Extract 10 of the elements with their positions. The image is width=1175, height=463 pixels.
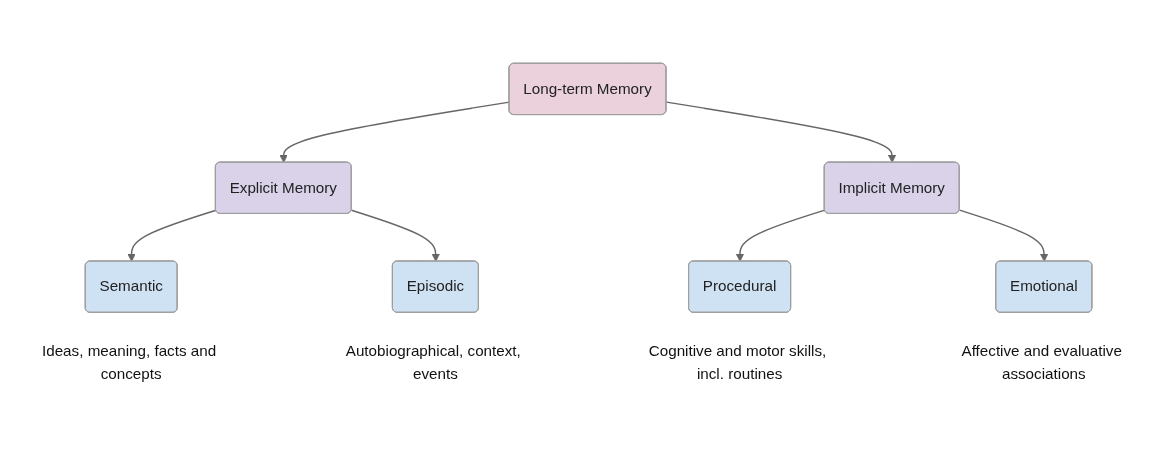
node-label: Cognitive and motor skills, incl. routines <box>648 342 827 382</box>
arrow <box>735 209 826 262</box>
arrow <box>127 209 217 262</box>
arrow <box>279 101 511 163</box>
node-label: Ideas, meaning, facts and concepts <box>41 342 217 382</box>
node-label: Affective and evaluative associations <box>961 342 1122 382</box>
arrow <box>665 101 897 163</box>
node-label: Autobiographical, context, events <box>345 342 521 382</box>
arrow <box>350 209 440 262</box>
arrow <box>958 209 1049 262</box>
